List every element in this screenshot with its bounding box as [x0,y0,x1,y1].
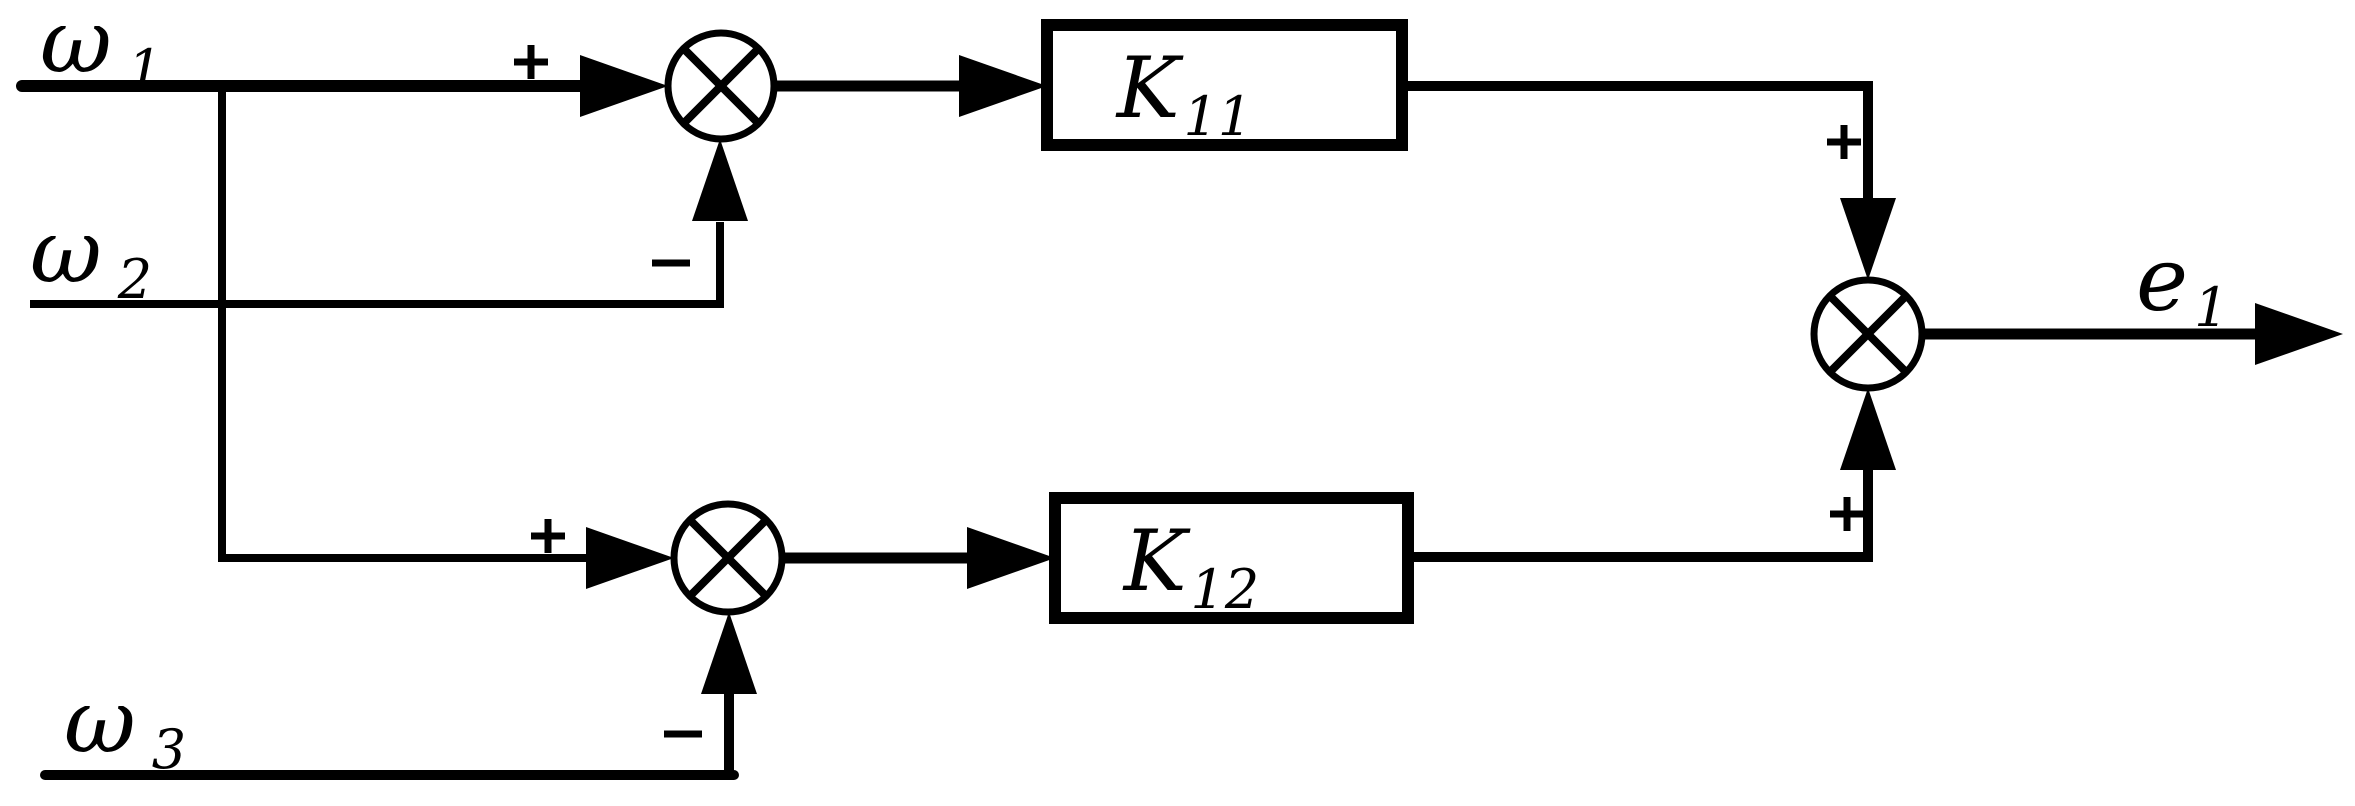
minus-sign-sum2-icon [664,730,702,738]
minus-sign-sum1-icon [652,259,690,267]
plus-vbar [544,519,552,553]
summing-junction-2-x-icon [687,517,769,599]
arrow-omega2-into-sum1-icon [692,139,748,221]
gain-block-K11: K11 [1041,19,1408,151]
arrow-into-sum1-icon [580,55,668,117]
plus-sign-sum1-icon [514,45,548,79]
arrow-omega3-into-sum2-icon [701,612,757,694]
arrow-into-k11-icon [959,55,1047,117]
gain-block-K12-label: K12 [1122,512,1259,621]
minus-bar [664,730,702,738]
summing-junction-2 [670,500,786,616]
arrow-into-sumout-top-icon [1840,198,1896,280]
gain-block-K12-box [1049,492,1414,624]
plus-sign-sumout-top-icon [1827,125,1861,159]
plus-sign-sum2-icon [531,519,565,553]
arrow-into-k12-icon [967,527,1055,589]
minus-bar [652,259,690,267]
gain-block-K11-box [1041,19,1408,151]
gain-block-K12: K12 [1049,492,1414,624]
summing-junction-output-x-icon [1827,293,1909,375]
gain-block-K11-label: K11 [1115,39,1252,148]
arrow-into-sumout-bottom-icon [1840,388,1896,470]
summing-junction-1-x-icon [680,45,762,127]
plus-vbar [1840,125,1848,159]
summing-junction-1 [664,29,778,143]
arrow-output-e1-icon [2255,303,2343,365]
plus-sign-sumout-bot-icon [1830,497,1864,531]
plus-vbar [1843,497,1851,531]
plus-vbar [527,45,535,79]
summing-junction-output [1810,276,1926,392]
arrow-into-sum2-icon [586,527,674,589]
